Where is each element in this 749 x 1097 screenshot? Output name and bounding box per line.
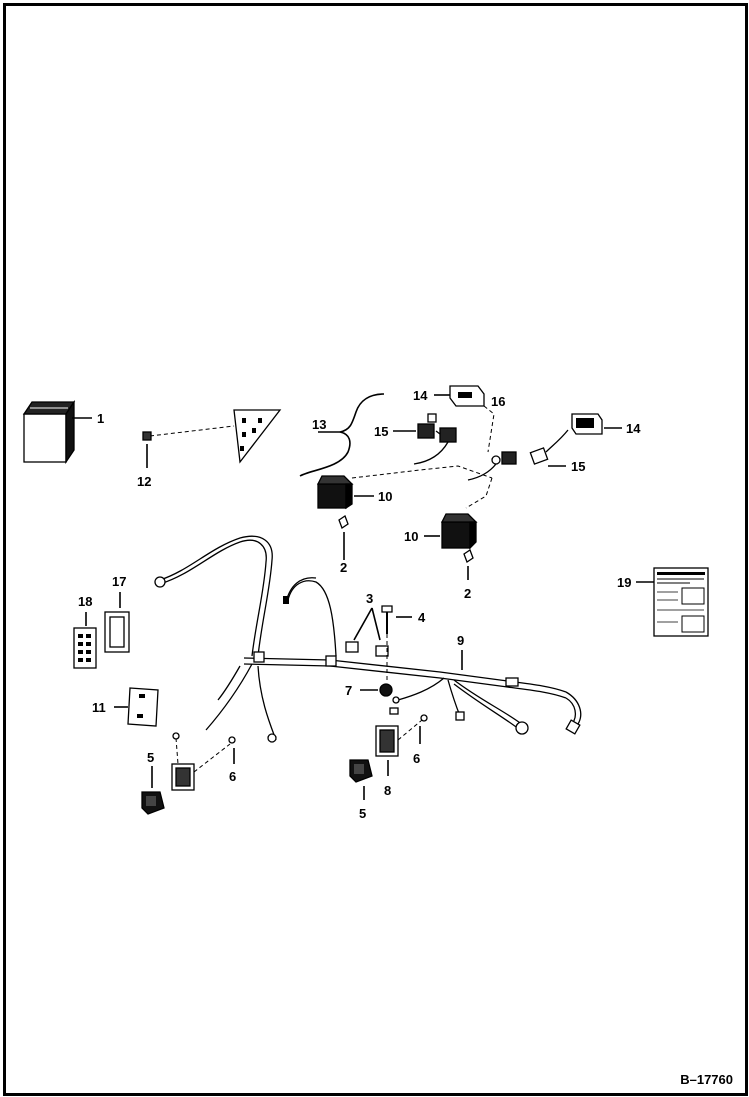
callout-5b: 5 — [359, 806, 366, 821]
part-8-bezel-right — [375, 725, 399, 757]
part-10-relay-lower — [440, 513, 478, 550]
part-9-wiring-harness — [154, 535, 582, 743]
part-17-gasket — [104, 611, 130, 653]
dash-relay-link-2 — [465, 477, 493, 509]
callout-12: 12 — [137, 474, 151, 489]
diagram-border — [3, 3, 748, 1096]
callout-3: 3 — [366, 591, 373, 606]
part-3-clip-a — [345, 641, 359, 653]
part-5-switch-right — [349, 759, 373, 783]
callout-10a: 10 — [378, 489, 392, 504]
callout-18: 18 — [78, 594, 92, 609]
part-2-pin-lower — [463, 549, 474, 563]
part-5-switch-left — [141, 791, 165, 815]
part-4-bolt — [381, 605, 393, 634]
callout-9: 9 — [457, 633, 464, 648]
dash-6-left — [175, 737, 231, 773]
leader-3 — [353, 607, 381, 641]
part-11-plate — [127, 687, 159, 727]
callout-8: 8 — [384, 783, 391, 798]
callout-19: 19 — [617, 575, 631, 590]
dash-16 — [483, 405, 495, 453]
part-18-switch-panel — [73, 627, 97, 669]
callout-5a: 5 — [147, 750, 154, 765]
callout-15a: 15 — [374, 424, 388, 439]
part-10-relay-upper — [316, 475, 354, 510]
callout-14a: 14 — [413, 388, 428, 403]
part-1-box — [22, 399, 76, 465]
part-14-switch-right — [571, 413, 603, 435]
callout-17: 17 — [112, 574, 126, 589]
callout-15b: 15 — [571, 459, 585, 474]
part-15-connector-right — [491, 429, 569, 465]
dash-6-right — [397, 719, 423, 741]
callout-10b: 10 — [404, 529, 418, 544]
wire-15-upper — [413, 441, 449, 465]
brace-13 — [299, 393, 385, 477]
bracket-plate — [233, 409, 282, 464]
callout-7: 7 — [345, 683, 352, 698]
callout-6b: 6 — [413, 751, 420, 766]
part-12-clip — [142, 431, 152, 441]
callout-11: 11 — [92, 700, 106, 715]
part-7-nut — [379, 683, 393, 697]
part-2-pin-upper — [338, 515, 349, 529]
callout-16: 16 — [491, 394, 505, 409]
callout-14b: 14 — [626, 421, 641, 436]
part-15-connector-upper — [417, 413, 457, 443]
callout-6a: 6 — [229, 769, 236, 784]
part-19-decal — [653, 567, 709, 637]
part-3-clip-b — [375, 645, 389, 657]
callout-2a: 2 — [340, 560, 347, 575]
figure-reference-number: B–17760 — [680, 1072, 733, 1087]
part-14-switch-upper — [449, 385, 485, 407]
callout-2b: 2 — [464, 586, 471, 601]
dash-relay-link — [351, 465, 493, 479]
dash-12 — [149, 425, 235, 437]
part-8-bezel-left — [171, 763, 195, 791]
callout-13: 13 — [312, 417, 326, 432]
callout-4: 4 — [418, 610, 426, 625]
callout-1: 1 — [97, 411, 104, 426]
